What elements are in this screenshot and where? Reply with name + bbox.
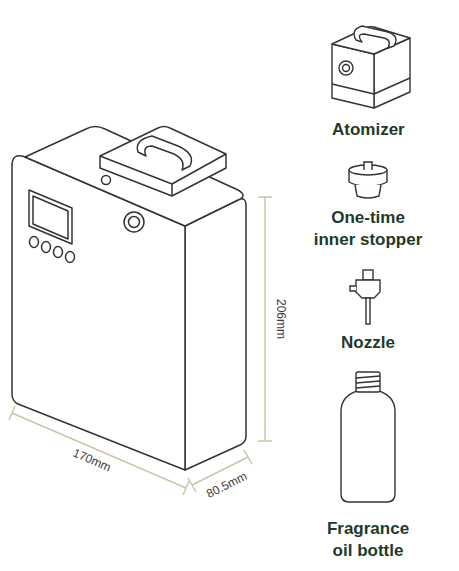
- stopper-nub: [364, 162, 372, 170]
- control-button: [42, 242, 51, 253]
- nozzle-body: [356, 280, 380, 298]
- lcd-frame: [29, 190, 72, 244]
- dimension-lines: [9, 197, 272, 495]
- atomizer-block: [100, 127, 226, 197]
- diffuser-body: [12, 127, 246, 471]
- height-dimension: [258, 197, 272, 441]
- atomizer-icon-knob-center: [343, 65, 350, 72]
- top-button: [102, 176, 111, 185]
- atomizer-icon: [332, 26, 410, 108]
- nozzle-tip: [363, 270, 373, 280]
- nozzle-side: [350, 286, 356, 291]
- atomizer-top: [332, 27, 410, 54]
- atomizer-edge: [100, 154, 226, 196]
- bottle-thread: [356, 376, 380, 388]
- part-name: Fragrance oil bottle: [320, 518, 416, 562]
- dimension-label: 170mm: [71, 446, 113, 475]
- part-name: One-time inner stopper: [312, 207, 424, 251]
- nozzle-icon: [350, 270, 380, 324]
- control-button: [30, 237, 39, 248]
- atomizer-front: [332, 44, 374, 108]
- atomizer-band: [332, 78, 410, 94]
- bottle-neck: [356, 372, 380, 392]
- stopper-icon: [349, 162, 387, 198]
- atomizer-handle: [137, 136, 191, 170]
- dimension-label: 206mm: [274, 299, 288, 339]
- side-face: [185, 199, 246, 470]
- bottle-body: [341, 391, 395, 502]
- stopper-plug: [355, 185, 381, 198]
- atomizer-icon-knob: [339, 61, 353, 75]
- dimension-label: 80.5mm: [204, 469, 249, 501]
- nozzle-tube: [366, 298, 370, 324]
- knob-center: [129, 217, 140, 228]
- knob: [124, 212, 144, 232]
- part-name: Nozzle: [341, 332, 395, 354]
- control-button: [66, 252, 75, 263]
- bottle-icon: [341, 372, 395, 502]
- part-name: Atomizer: [332, 119, 405, 141]
- lcd-screen: [33, 196, 68, 239]
- width-dimension: [9, 406, 189, 495]
- atomizer-icon-handle: [354, 26, 396, 48]
- control-button: [54, 247, 63, 258]
